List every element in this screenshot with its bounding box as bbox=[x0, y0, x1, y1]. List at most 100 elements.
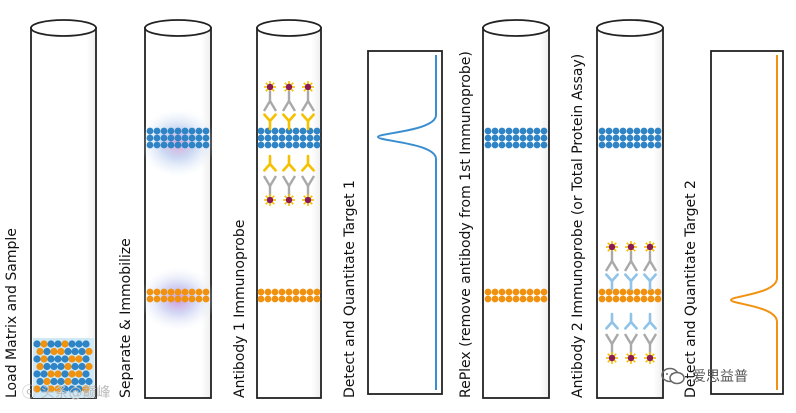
band-bead bbox=[160, 295, 168, 303]
sample-bead bbox=[85, 347, 93, 356]
sample-bead bbox=[64, 362, 72, 371]
band-bead bbox=[540, 127, 548, 135]
band-bead bbox=[264, 134, 272, 142]
tube4-blue-band bbox=[484, 127, 548, 149]
band-bead bbox=[195, 134, 203, 142]
band-bead bbox=[519, 288, 527, 296]
band-bead bbox=[605, 288, 613, 296]
band-bead bbox=[526, 288, 534, 296]
sample-bead bbox=[40, 355, 48, 363]
tube-3 bbox=[256, 19, 322, 399]
band-bead bbox=[174, 288, 182, 296]
watermark-right-text: 爱思益普 bbox=[692, 369, 748, 385]
sample-bead bbox=[33, 385, 41, 393]
conjugate-marker bbox=[606, 241, 618, 253]
sample-bead bbox=[61, 385, 69, 393]
band-bead bbox=[619, 288, 627, 296]
sample-bead bbox=[54, 355, 62, 363]
band-bead bbox=[598, 288, 606, 296]
band-bead bbox=[306, 134, 314, 142]
band-bead bbox=[633, 288, 641, 296]
band-bead bbox=[278, 127, 286, 135]
detector-trace bbox=[729, 55, 778, 390]
sample-bead bbox=[47, 385, 55, 393]
band-bead bbox=[640, 127, 648, 135]
band-bead bbox=[146, 141, 154, 149]
conjugate-marker bbox=[625, 352, 637, 364]
band-bead bbox=[264, 295, 272, 303]
tube3-antibodies bbox=[262, 81, 316, 206]
band-bead bbox=[188, 295, 196, 303]
band-bead bbox=[533, 288, 541, 296]
band-bead bbox=[484, 141, 492, 149]
band-bead bbox=[202, 288, 210, 296]
band-bead bbox=[484, 288, 492, 296]
primary-antibody bbox=[301, 154, 315, 172]
band-bead bbox=[612, 295, 620, 303]
band-bead bbox=[647, 141, 655, 149]
band-bead bbox=[484, 295, 492, 303]
band-bead bbox=[491, 288, 499, 296]
band-bead bbox=[299, 288, 307, 296]
band-bead bbox=[167, 127, 175, 135]
band-bead bbox=[299, 141, 307, 149]
band-bead bbox=[271, 141, 279, 149]
tube5-orange-band bbox=[598, 288, 662, 303]
band-bead bbox=[292, 127, 300, 135]
antibody-complex bbox=[281, 81, 297, 131]
watermark-left: ⓒ 头条@巅峰 bbox=[22, 385, 111, 401]
primary-antibody bbox=[624, 312, 638, 330]
band-bead bbox=[174, 134, 182, 142]
band-bead bbox=[605, 141, 613, 149]
band-bead bbox=[278, 288, 286, 296]
band-bead bbox=[257, 127, 265, 135]
sample-bead bbox=[40, 385, 48, 393]
sample-bead bbox=[61, 370, 69, 378]
band-bead bbox=[647, 127, 655, 135]
band-bead bbox=[633, 134, 641, 142]
band-bead bbox=[526, 295, 534, 303]
primary-antibody bbox=[605, 312, 619, 330]
band-bead bbox=[313, 141, 321, 149]
sample-bead bbox=[82, 385, 90, 393]
band-bead bbox=[654, 295, 662, 303]
band-bead bbox=[498, 141, 506, 149]
detector-trace bbox=[376, 55, 437, 390]
band-bead bbox=[278, 134, 286, 142]
sample-bead bbox=[40, 340, 48, 348]
sample-bead bbox=[85, 377, 93, 386]
band-bead bbox=[533, 127, 541, 135]
tube-opening bbox=[144, 19, 212, 37]
band-bead bbox=[202, 295, 210, 303]
band-bead bbox=[519, 295, 527, 303]
band-bead bbox=[306, 141, 314, 149]
band-bead bbox=[146, 288, 154, 296]
band-bead bbox=[540, 295, 548, 303]
band-bead bbox=[598, 141, 606, 149]
step-label-antibody2: Antibody 2 Immunoprobe (or Total Protein… bbox=[570, 53, 586, 398]
band-bead bbox=[633, 295, 641, 303]
band-bead bbox=[195, 141, 203, 149]
sample-bead bbox=[57, 377, 65, 386]
band-bead bbox=[498, 288, 506, 296]
sample-bead bbox=[43, 377, 51, 386]
band-bead bbox=[167, 141, 175, 149]
band-bead bbox=[313, 127, 321, 135]
band-bead bbox=[285, 288, 293, 296]
band-bead bbox=[526, 127, 534, 135]
band-bead bbox=[505, 134, 513, 142]
primary-antibody bbox=[605, 273, 619, 291]
band-bead bbox=[257, 295, 265, 303]
sample-bead bbox=[61, 340, 69, 348]
tube-opening bbox=[596, 19, 664, 37]
sample-bead bbox=[68, 370, 76, 378]
band-bead bbox=[146, 134, 154, 142]
band-bead bbox=[540, 134, 548, 142]
tube2-orange-band bbox=[146, 288, 210, 303]
sample-bead-bed bbox=[33, 338, 94, 398]
sample-bead bbox=[64, 377, 72, 386]
sample-bead bbox=[82, 355, 90, 363]
band-bead bbox=[540, 288, 548, 296]
step-label-antibody1: Antibody 1 Immunoprobe bbox=[232, 219, 248, 398]
band-bead bbox=[498, 134, 506, 142]
